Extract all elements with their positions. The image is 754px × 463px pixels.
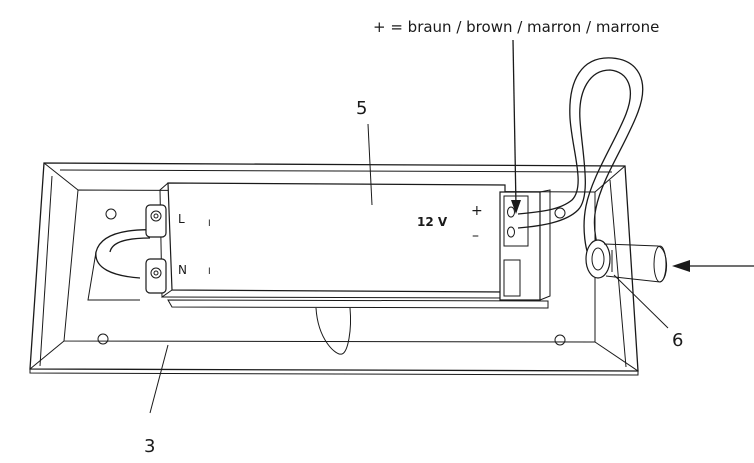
callout-3: 3 [144,436,155,457]
terminal-clamp-neutral [145,258,167,294]
led-driver [159,182,551,355]
mains-wire-loop [87,229,161,301]
terminal-mark-neutral: I [208,267,211,277]
callout-lines [149,39,754,414]
callout-5: 5 [356,98,367,119]
callout-line-3 [149,344,169,414]
mounting-hole-bottom-right [554,334,566,346]
callout-line-5 [367,123,373,206]
cable-entry-arrowhead [672,260,690,272]
terminal-label-live: L [178,212,185,226]
output-voltage-label: 12 V [417,215,448,229]
mounting-hole-top-right [554,207,566,219]
terminal-mark-live: I [208,219,211,229]
terminal-label-neutral: N [178,263,187,277]
terminal-clamp-live [145,204,167,238]
mounting-hole-bottom-left [97,333,109,345]
output-minus-label: – [472,228,479,244]
wire-note-arrowhead [511,200,521,214]
output-terminal-screws [507,206,515,238]
mounting-holes [97,207,566,346]
mounting-hole-top-left [105,208,117,220]
wire-note-arrow-line [512,39,517,207]
output-plus-label: + [471,203,483,219]
callout-line-6 [613,274,669,329]
wire-color-note: + = braun / brown / marron / marrone [373,18,659,36]
callout-6: 6 [672,330,683,351]
output-cable [517,57,667,283]
